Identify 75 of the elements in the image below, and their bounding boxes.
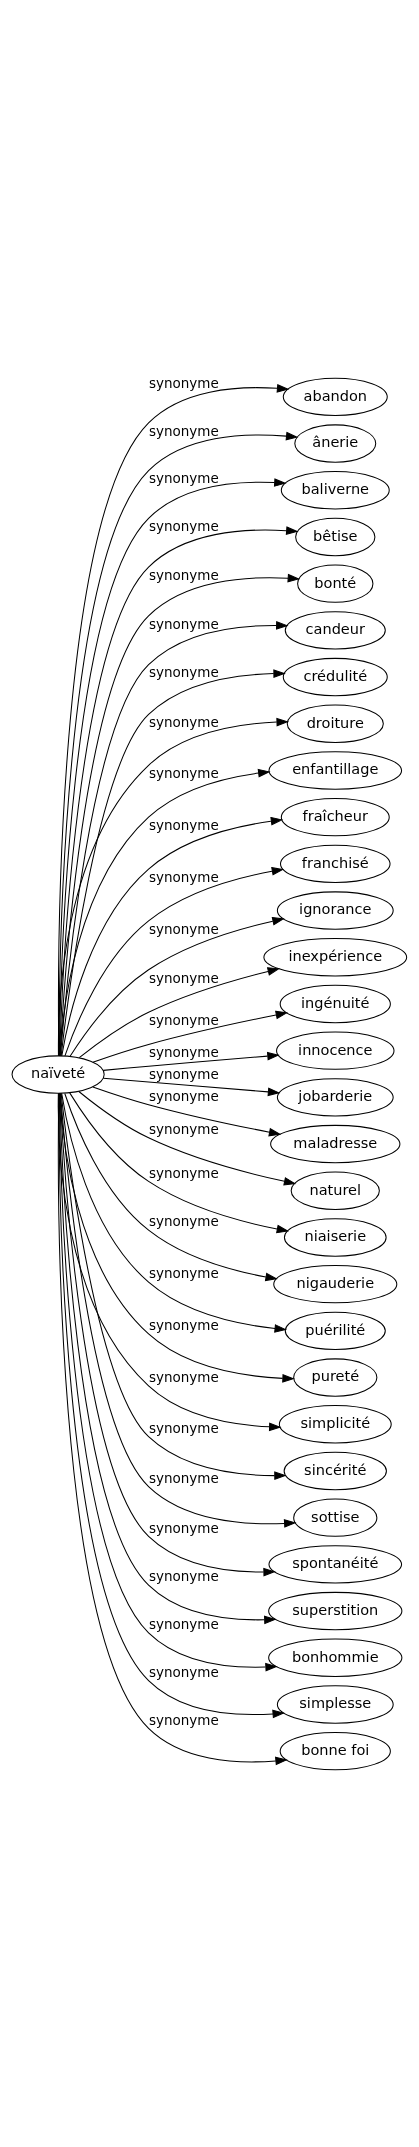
edge-label: synonyme xyxy=(148,1369,219,1386)
edge-label: synonyme xyxy=(148,1044,219,1061)
arrow xyxy=(92,1086,282,1137)
node-ellipse: bonne foi xyxy=(279,1731,391,1771)
arrow xyxy=(92,1010,289,1063)
edge-label: synonyme xyxy=(148,470,219,487)
node-ellipse: baliverne xyxy=(280,471,390,510)
arrow xyxy=(69,916,285,1057)
node-ellipse: sincérité xyxy=(283,1451,387,1491)
arrow xyxy=(59,1092,297,1528)
arrow xyxy=(78,1090,297,1186)
node-ellipse: droiture xyxy=(286,704,384,743)
edge-label: synonyme xyxy=(148,1213,219,1230)
edge-label: synonyme xyxy=(148,1317,219,1334)
edge-label: synonyme xyxy=(148,1012,219,1029)
arrow xyxy=(64,1092,278,1282)
node-ellipse: puérilité xyxy=(284,1311,386,1351)
edge-label: synonyme xyxy=(148,374,219,391)
node-ellipse: pureté xyxy=(293,1358,378,1397)
edge-label: synonyme xyxy=(148,817,219,834)
node-ellipse: franchisé xyxy=(279,844,391,884)
edge-label: synonyme xyxy=(148,969,219,986)
node-ellipse: spontanéité xyxy=(268,1545,403,1584)
node-ellipse: enfantillage xyxy=(268,751,403,790)
edge-label: synonyme xyxy=(148,1469,219,1486)
node-ellipse: crédulité xyxy=(282,657,388,697)
arrow xyxy=(64,867,285,1057)
edge-label: synonyme xyxy=(148,1519,219,1536)
edge-label: synonyme xyxy=(148,1568,219,1585)
edge-label: synonyme xyxy=(148,1616,219,1633)
node-ellipse: naturel xyxy=(290,1171,380,1210)
edge-label: synonyme xyxy=(148,1121,219,1138)
node-ellipse: niaiserie xyxy=(283,1218,387,1257)
edge-label: synonyme xyxy=(148,1265,219,1282)
node-ellipse: ingénuité xyxy=(279,984,391,1024)
edge-label: synonyme xyxy=(148,664,219,681)
arrow xyxy=(59,1093,295,1383)
arrow xyxy=(61,816,284,1057)
edge-label: synonyme xyxy=(148,765,219,782)
node-ellipse: bêtise xyxy=(295,517,376,557)
arrow xyxy=(102,1051,280,1071)
node-ellipse: abandon xyxy=(282,377,388,417)
edge-label: synonyme xyxy=(148,714,219,731)
edge-label: synonyme xyxy=(148,518,219,535)
edge-label: synonyme xyxy=(148,1164,219,1181)
node-ellipse: simplesse xyxy=(276,1685,394,1724)
edge-label: synonyme xyxy=(148,1711,219,1728)
edge-label: synonyme xyxy=(148,1087,219,1104)
node-ellipse: ânerie xyxy=(294,424,377,463)
edge-label: synonyme xyxy=(148,422,219,439)
arrow xyxy=(69,1092,290,1234)
edge-label: synonyme xyxy=(148,566,219,583)
node-ellipse: simplicité xyxy=(278,1405,392,1444)
arrow xyxy=(102,1077,281,1097)
node-ellipse: nigauderie xyxy=(273,1264,398,1304)
edge-label: synonyme xyxy=(148,868,219,885)
edge-label: synonyme xyxy=(148,1066,219,1083)
edge-label: synonyme xyxy=(148,1419,219,1436)
edge-label: synonyme xyxy=(148,1663,219,1680)
edge-label: synonyme xyxy=(148,920,219,937)
node-ellipse: jobarderie xyxy=(276,1078,394,1117)
arrow xyxy=(60,1092,287,1480)
node-ellipse: fraîcheur xyxy=(280,797,390,837)
node-ellipse: ignorance xyxy=(276,891,394,930)
node-ellipse: naïveté xyxy=(11,1055,105,1094)
node-ellipse: sottise xyxy=(293,1498,378,1537)
node-ellipse: bonté xyxy=(297,564,374,603)
node-ellipse: candeur xyxy=(284,611,386,650)
node-ellipse: bonhommie xyxy=(268,1638,403,1677)
arrow xyxy=(78,967,281,1059)
edge-label: synonyme xyxy=(148,615,219,632)
arrow xyxy=(59,768,271,1057)
node-ellipse: superstition xyxy=(268,1591,403,1631)
arrow xyxy=(61,1092,287,1333)
node-ellipse: innocence xyxy=(276,1031,395,1070)
